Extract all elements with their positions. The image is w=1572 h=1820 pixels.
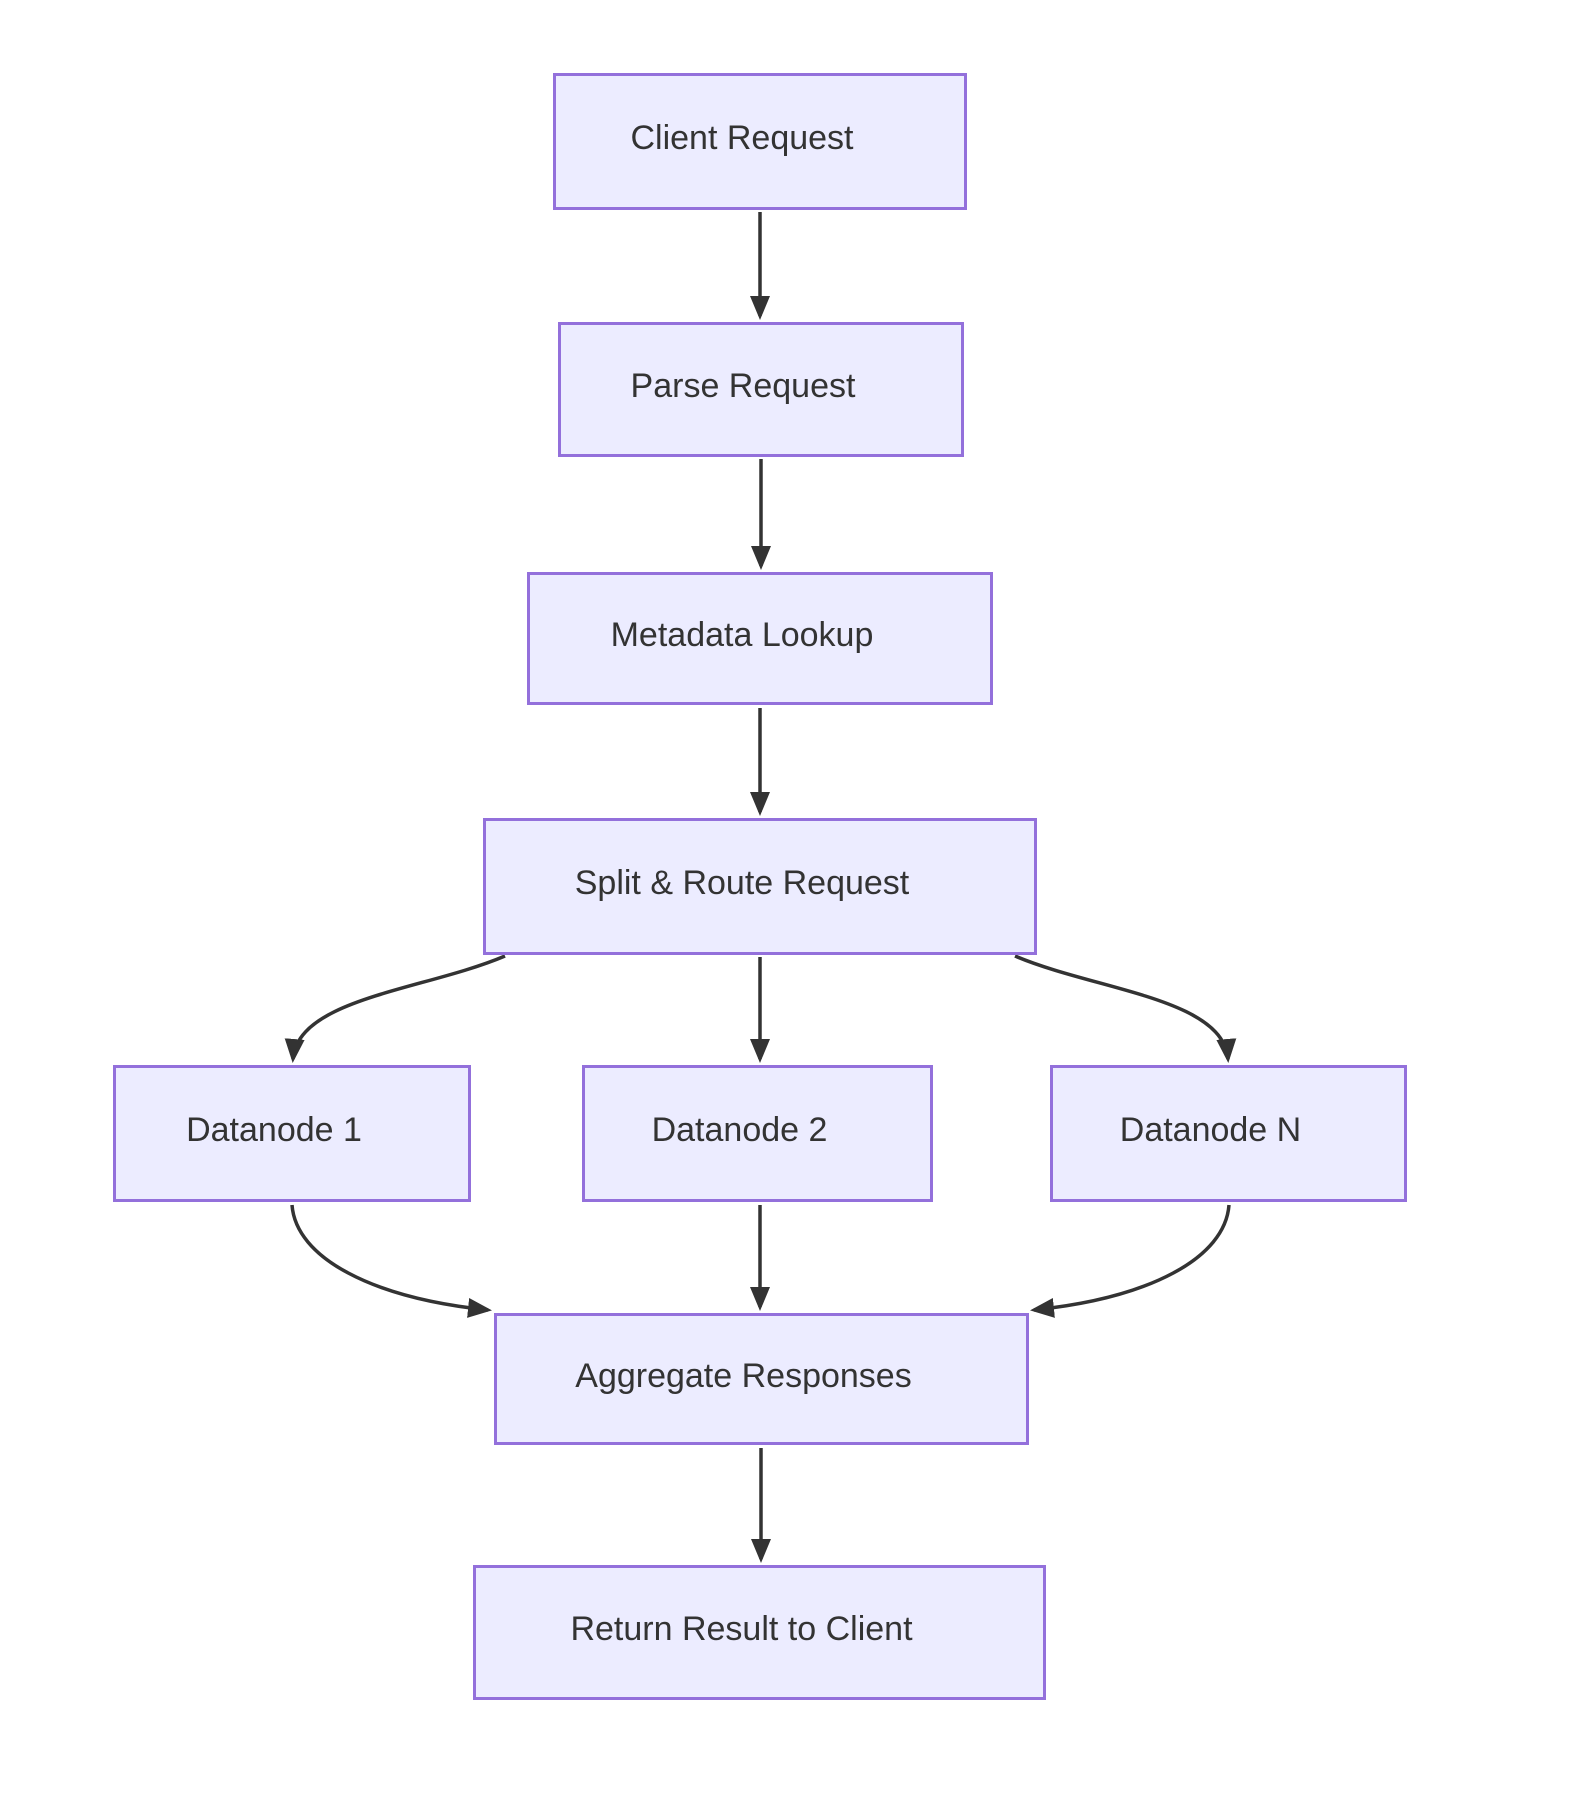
edge-datanode1-to-aggregate — [290, 1204, 492, 1318]
node-datanode-n: Datanode N — [1050, 1065, 1407, 1202]
node-aggregate-responses: Aggregate Responses — [494, 1313, 1029, 1445]
node-datanode-2: Datanode 2 — [582, 1065, 933, 1202]
node-label: Datanode 1 — [186, 1111, 362, 1149]
edge-datanodeN-to-aggregate — [1030, 1204, 1231, 1318]
node-label: Datanode N — [1119, 1111, 1302, 1149]
edge-split-to-datanodeN — [1014, 954, 1237, 1063]
node-label: Split & Route Request — [574, 864, 910, 902]
node-label: Return Result to Client — [570, 1610, 913, 1648]
node-metadata-lookup: Metadata Lookup — [527, 572, 993, 705]
node-label: Aggregate Responses — [575, 1356, 912, 1395]
node-parse-request: Parse Request — [558, 322, 964, 457]
node-return-result: Return Result to Client — [473, 1565, 1046, 1700]
node-label: Datanode 2 — [651, 1111, 828, 1149]
node-split-route-request: Split & Route Request — [483, 818, 1037, 955]
edge-split-to-datanode1 — [284, 954, 506, 1063]
node-label: Client Request — [630, 119, 854, 157]
node-label: Parse Request — [630, 367, 856, 405]
node-label: Metadata Lookup — [610, 616, 874, 654]
node-client-request: Client Request — [553, 73, 967, 210]
node-datanode-1: Datanode 1 — [113, 1065, 471, 1202]
